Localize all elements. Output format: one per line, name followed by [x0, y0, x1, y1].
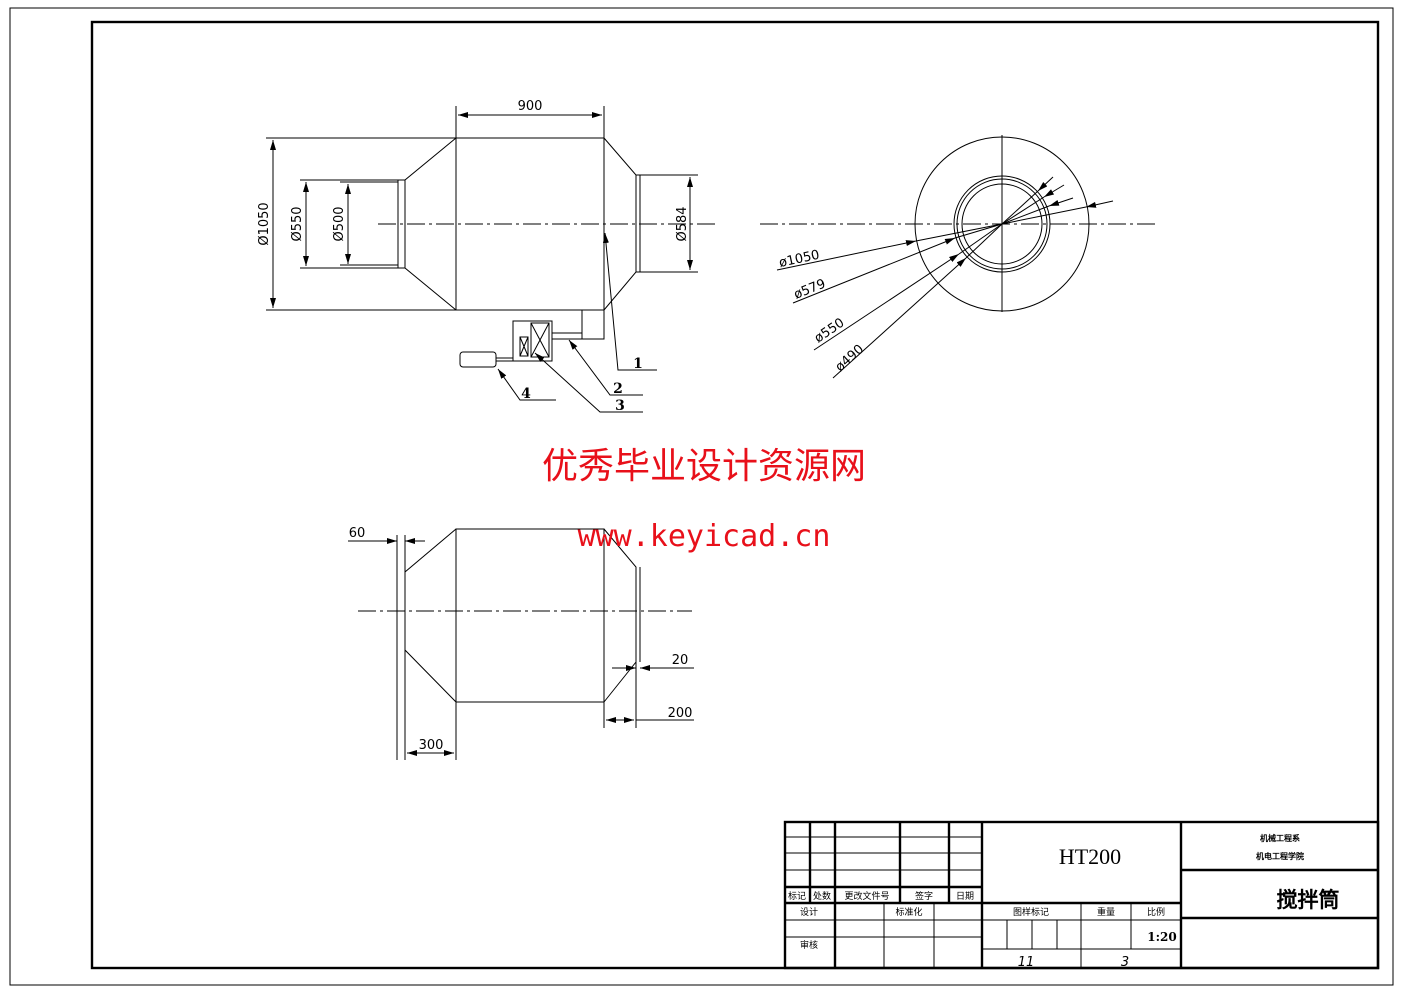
tb-school-line2: 机电工程学院	[1256, 851, 1304, 861]
tb-header-count: 处数	[813, 890, 831, 902]
end-view	[760, 135, 1158, 379]
watermark-url: www.keyicad.cn	[578, 519, 831, 554]
tb-header-mark: 标记	[788, 890, 806, 902]
watermark-title: 优秀毕业设计资源网	[542, 446, 866, 487]
dim-end-579: ø579	[792, 277, 828, 303]
title-block-lines	[783, 820, 1380, 970]
dim-end-1050: ø1050	[778, 248, 821, 271]
dim-20: 20	[672, 653, 689, 668]
tb-pattern-mark: 图样标记	[1013, 906, 1049, 918]
tb-school-line1: 机械工程系	[1260, 833, 1300, 843]
dim-end-490: ø490	[833, 342, 867, 375]
dim-60: 60	[349, 526, 366, 541]
part-label-4: 4	[521, 386, 531, 402]
dim-dia-550: Ø550	[290, 206, 305, 241]
tb-header-date: 日期	[956, 891, 974, 902]
inner-frame	[90, 20, 1380, 970]
tb-sheet-no: 3	[1121, 955, 1129, 970]
dim-dia-584: Ø584	[675, 206, 690, 241]
tb-scale-label: 比例	[1147, 906, 1165, 918]
dim-900: 900	[518, 99, 543, 114]
tb-scale: 1:20	[1147, 930, 1176, 944]
bottom-view	[348, 528, 694, 760]
tb-weight: 重量	[1097, 906, 1115, 918]
tb-material: HT200	[1059, 844, 1121, 869]
tb-header-change-doc: 更改文件号	[844, 890, 889, 902]
dim-dia-500: Ø500	[332, 206, 347, 241]
tb-review: 审核	[800, 939, 818, 951]
part-label-2: 2	[613, 381, 623, 397]
part-label-3: 3	[615, 398, 625, 414]
part-label-1: 1	[633, 356, 643, 372]
dim-dia-1050: Ø1050	[257, 202, 272, 245]
tb-sheet-total: 11	[1018, 955, 1035, 970]
tb-header-sign: 签字	[915, 890, 933, 902]
dim-300: 300	[419, 738, 444, 753]
tb-part-name: 搅拌筒	[1277, 888, 1340, 912]
tb-design: 设计	[800, 906, 818, 918]
front-view	[266, 106, 716, 413]
outer-frame	[9, 7, 1394, 986]
dim-200: 200	[668, 706, 693, 721]
dim-end-550: ø550	[812, 316, 848, 347]
tb-standardize: 标准化	[895, 906, 922, 918]
